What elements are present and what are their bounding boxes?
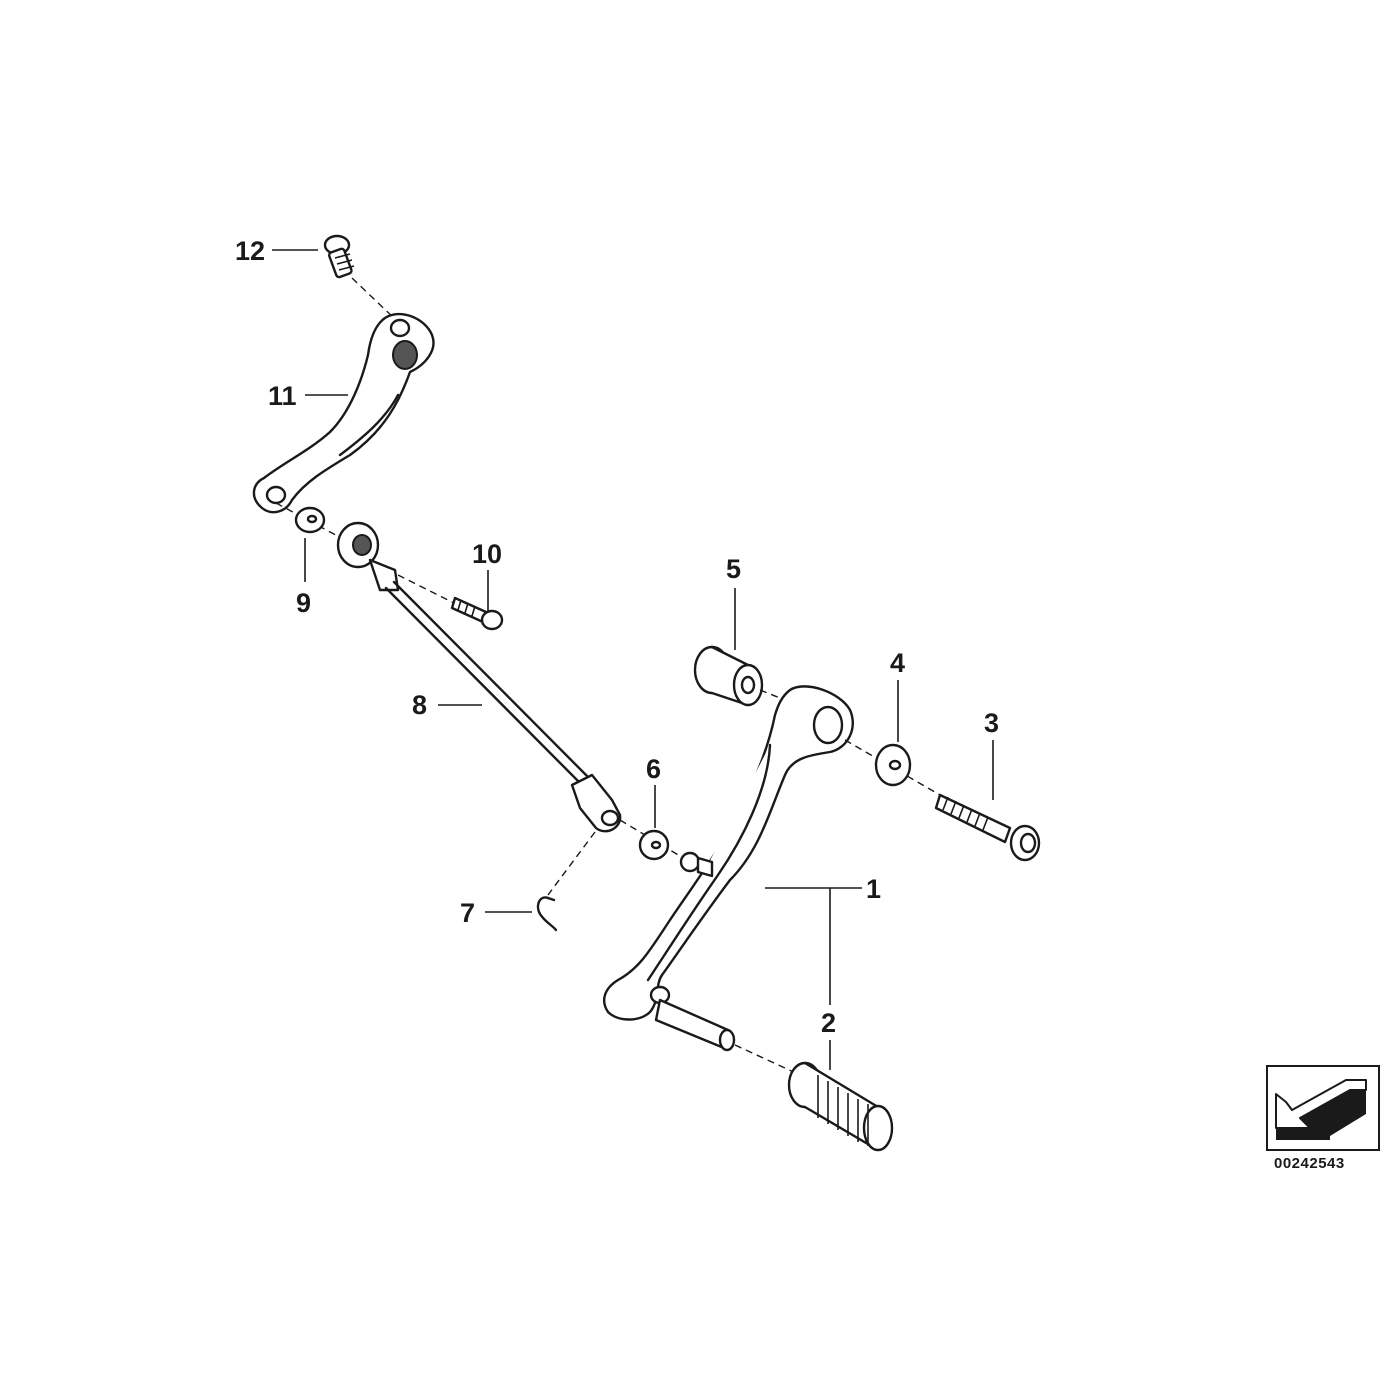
callout-7: 7: [460, 898, 475, 928]
callout-10: 10: [472, 539, 502, 569]
callout-9: 9: [296, 588, 311, 618]
part-5-bushing: [693, 645, 764, 707]
part-6-washer: [638, 829, 670, 861]
part-4-washer: [874, 743, 912, 787]
part-11-shift-lever: [252, 312, 435, 514]
callout-2: 2: [821, 1008, 836, 1038]
callout-5: 5: [726, 554, 741, 584]
callout-12: 12: [235, 236, 265, 266]
callout-3: 3: [984, 708, 999, 738]
callout-11: 11: [268, 381, 297, 411]
part-1-peg-shaft: [654, 998, 736, 1052]
dash-10: [397, 574, 489, 621]
part-12-bolt: [323, 234, 355, 279]
part-3-screw: [934, 793, 1041, 862]
part-2-foot-peg-rubber: [787, 1061, 894, 1152]
part-9-washer: [294, 506, 326, 534]
callout-1: 1: [866, 874, 881, 904]
document-number: 00242543: [1274, 1155, 1345, 1172]
dash-2: [734, 1044, 801, 1076]
callout-4: 4: [890, 648, 905, 678]
part-10-bolt: [450, 596, 504, 631]
part-8-linkage-rod: [336, 521, 622, 833]
dash-7: [547, 831, 596, 896]
callout-6: 6: [646, 754, 661, 784]
part-7-circlip: [536, 896, 558, 932]
direction-arrow-icon: [1266, 1065, 1380, 1151]
callout-8: 8: [412, 690, 427, 720]
part-1-pivot-pin: [679, 851, 714, 878]
